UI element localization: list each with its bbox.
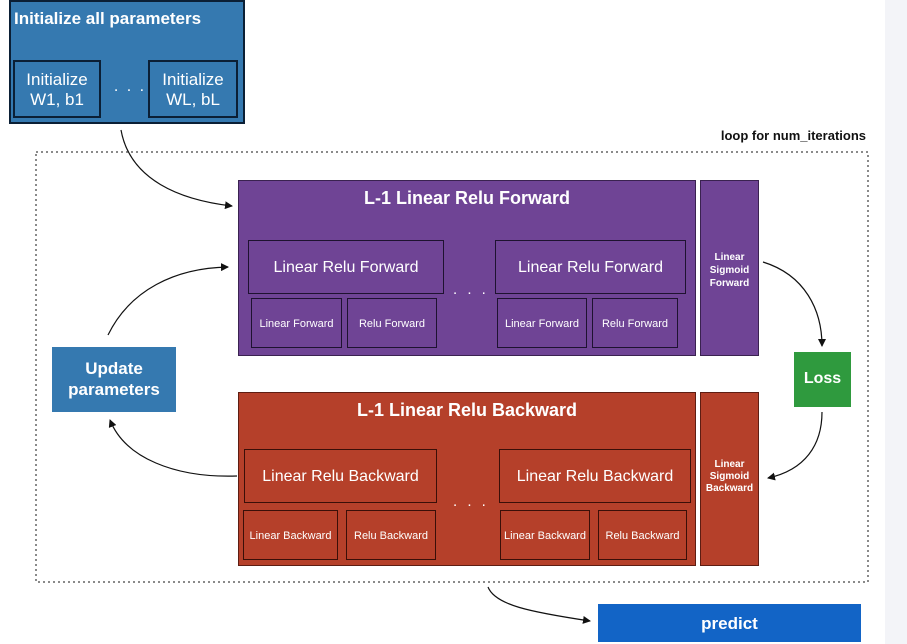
update-line2: parameters — [68, 380, 160, 399]
backward-block: L-1 Linear Relu Backward Linear Relu Bac… — [238, 392, 696, 566]
initialize-w1-b1-box: Initialize W1, b1 — [13, 60, 101, 118]
arrow-update-to-forward — [107, 263, 229, 336]
arrow-init-to-forward — [120, 129, 233, 210]
update-parameters-box: Update parameters — [52, 347, 176, 412]
relu-forward-box-2: Relu Forward — [592, 298, 678, 348]
update-line1: Update — [85, 359, 143, 378]
forward-title: L-1 Linear Relu Forward — [363, 188, 571, 208]
predict-box: predict — [598, 604, 861, 642]
linear-forward-box-2: Linear Forward — [497, 298, 587, 348]
right-margin-strip — [885, 0, 907, 644]
relu-backward-box-1: Relu Backward — [346, 510, 436, 560]
forward-ellipsis: . . . — [453, 281, 489, 298]
arrow-loop-to-predict — [487, 586, 591, 624]
linear-relu-forward-box-1: Linear Relu Forward — [248, 240, 444, 294]
sigmoid-forward-line1: Linear — [714, 252, 745, 263]
linear-sigmoid-forward-label: Linear Sigmoid Forward — [701, 251, 758, 290]
sigmoid-backward-line2: Sigmoid — [709, 471, 750, 482]
loss-label: Loss — [803, 370, 842, 387]
forward-block: L-1 Linear Relu Forward Linear Relu Forw… — [238, 180, 696, 356]
linear-relu-backward-box-2: Linear Relu Backward — [499, 449, 691, 503]
initialize-w1-line2: W1, b1 — [30, 90, 84, 109]
arrow-loss-to-backward — [767, 411, 823, 481]
linear-backward-box-2: Linear Backward — [500, 510, 590, 560]
relu-backward-box-2: Relu Backward — [598, 510, 687, 560]
sigmoid-backward-line3: Backward — [705, 483, 754, 494]
arrow-backward-to-update — [108, 419, 238, 477]
backward-title: L-1 Linear Relu Backward — [356, 400, 578, 420]
loss-box: Loss — [794, 352, 851, 407]
initialize-parameters-block: Initialize all parameters Initialize W1,… — [9, 0, 245, 124]
initialize-w1-line1: Initialize — [26, 70, 88, 89]
initialize-wl-line1: Initialize — [162, 70, 224, 89]
initialize-ellipsis: . . . — [113, 78, 147, 95]
linear-relu-backward-box-1: Linear Relu Backward — [244, 449, 437, 503]
relu-forward-box-1: Relu Forward — [347, 298, 437, 348]
initialize-title: Initialize all parameters — [14, 9, 202, 28]
update-parameters-label: Update parameters — [52, 358, 176, 400]
predict-label: predict — [701, 614, 758, 633]
sigmoid-forward-line2: Sigmoid — [709, 265, 750, 276]
linear-relu-forward-box-2: Linear Relu Forward — [495, 240, 686, 294]
linear-sigmoid-forward-box: Linear Sigmoid Forward — [700, 180, 759, 356]
linear-backward-box-1: Linear Backward — [243, 510, 338, 560]
arrow-sigmoid-to-loss — [762, 261, 826, 347]
linear-sigmoid-backward-box: Linear Sigmoid Backward — [700, 392, 759, 566]
backward-ellipsis: . . . — [453, 493, 489, 510]
linear-sigmoid-backward-label: Linear Sigmoid Backward — [701, 459, 758, 495]
linear-forward-box-1: Linear Forward — [251, 298, 342, 348]
initialize-wl-bl-box: Initialize WL, bL — [148, 60, 238, 118]
initialize-wl-line2: WL, bL — [166, 90, 220, 109]
sigmoid-backward-line1: Linear — [714, 459, 745, 470]
loop-label: loop for num_iterations — [720, 128, 866, 143]
sigmoid-forward-line3: Forward — [709, 278, 750, 289]
